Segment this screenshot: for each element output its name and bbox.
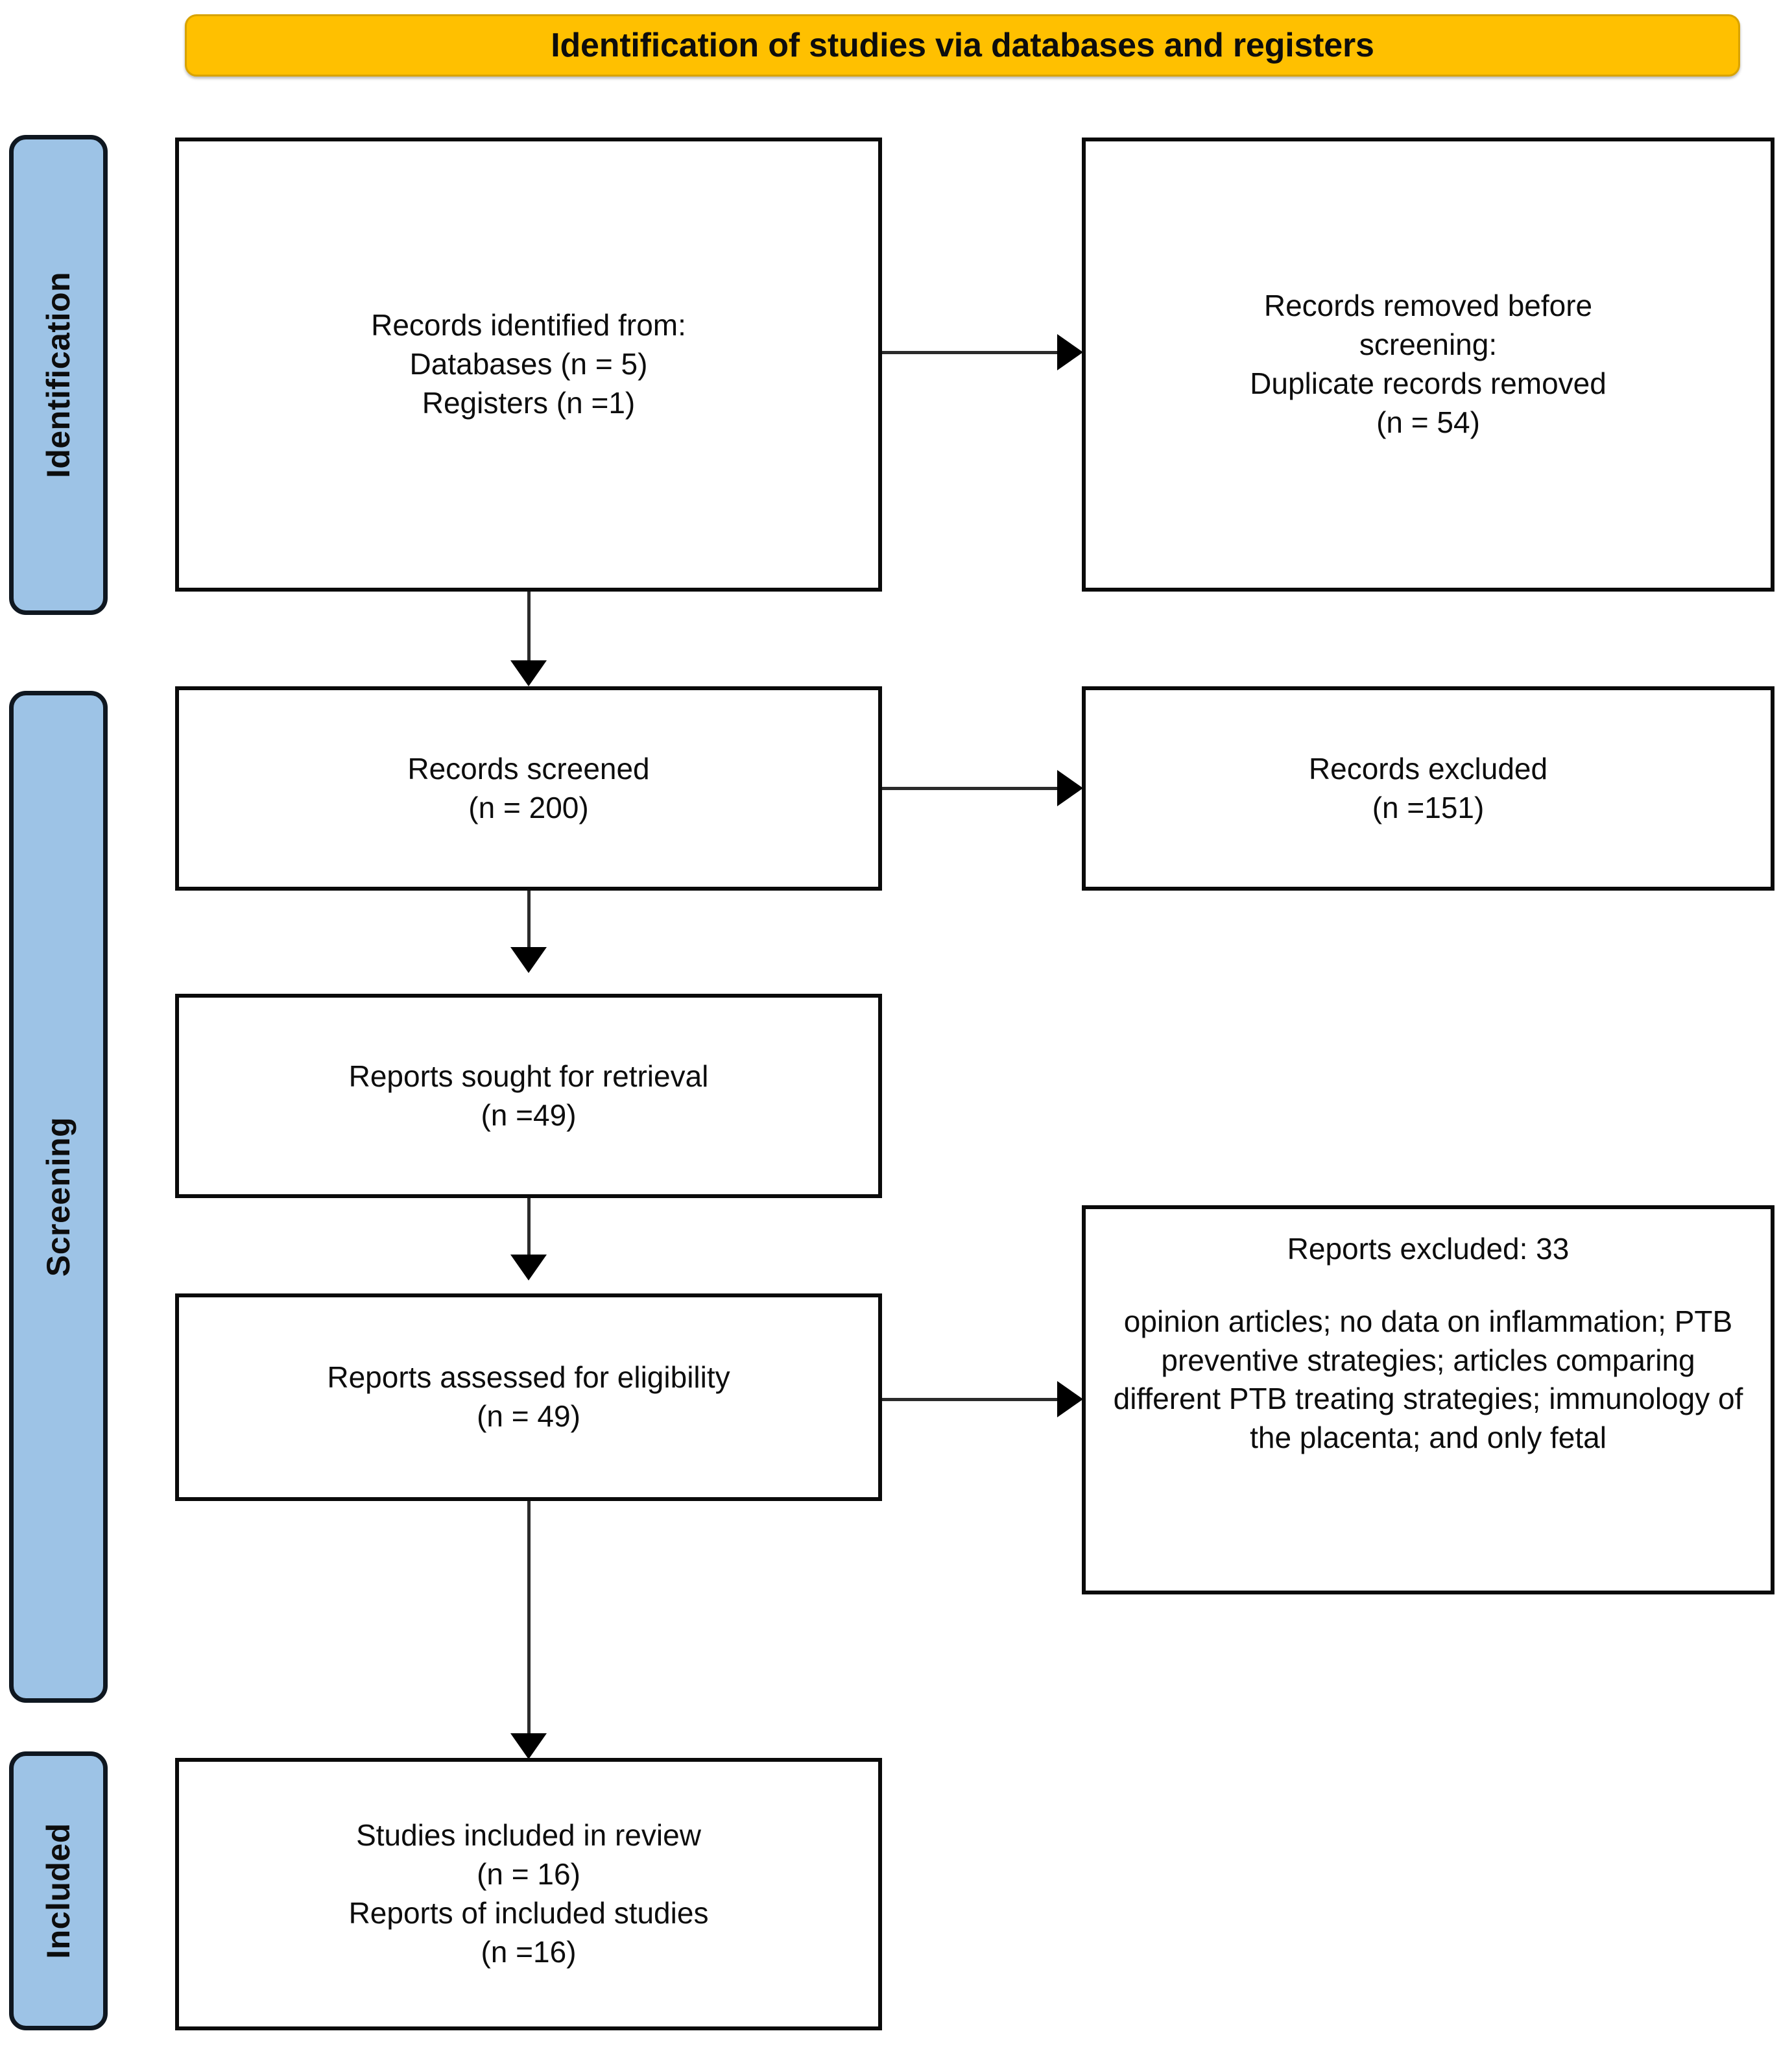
records-identified-line-2: Databases (n = 5)	[409, 347, 648, 381]
records-removed-emphasis-screening: screening	[1359, 328, 1489, 362]
records-removed-line-4: (n = 54)	[1376, 405, 1480, 439]
stage-tab-included-label: Included	[40, 1823, 77, 1959]
connector-sought-to-assessed	[527, 1198, 531, 1276]
records-removed-line-2: screening:	[1359, 326, 1497, 365]
arrow-down-identified-to-screened	[510, 660, 547, 686]
connector-identified-to-screened	[527, 592, 531, 682]
reports-sought-line-2: (n =49)	[481, 1098, 577, 1132]
records-identified-line-1: Records identified from:	[371, 308, 686, 342]
connector-identified-to-removed	[882, 351, 1062, 354]
records-removed-text: Records removed	[1263, 289, 1508, 323]
diagram-title-banner: Identification of studies via databases …	[185, 14, 1740, 77]
stage-tab-screening-label: Screening	[40, 1116, 77, 1277]
records-removed-colon: :	[1488, 328, 1498, 362]
reports-sought-line-1: Reports sought for retrieval	[348, 1059, 709, 1093]
box-records-screened: Records screened (n = 200)	[175, 686, 882, 891]
box-records-excluded: Records excluded (n =151)	[1082, 686, 1774, 891]
connector-screened-to-sought	[527, 891, 531, 968]
box-reports-assessed: Reports assessed for eligibility (n = 49…	[175, 1293, 882, 1501]
stage-tab-included: Included	[9, 1751, 108, 2030]
records-excluded-line-2: (n =151)	[1372, 790, 1485, 824]
records-removed-emphasis-before: before	[1507, 289, 1593, 323]
box-reports-excluded: Reports excluded: 33 opinion articles; n…	[1082, 1205, 1774, 1594]
box-records-identified: Records identified from: Databases (n = …	[175, 138, 882, 592]
studies-included-line-1: Studies included in review	[356, 1818, 701, 1853]
studies-included-line-4: (n =16)	[481, 1934, 577, 1969]
reports-excluded-heading: Reports excluded: 33	[1287, 1232, 1570, 1266]
reports-assessed-line-2: (n = 49)	[477, 1399, 580, 1433]
reports-assessed-line-1: Reports assessed for eligibility	[327, 1360, 730, 1395]
arrow-down-sought-to-assessed	[510, 1255, 547, 1280]
box-records-removed: Records removed before screening: Duplic…	[1082, 138, 1774, 592]
stage-tab-identification: Identification	[9, 135, 108, 615]
records-excluded-line-1: Records excluded	[1308, 751, 1548, 786]
arrow-right-assessed-to-excluded	[1057, 1381, 1083, 1417]
records-removed-line-1: Records removed before	[1264, 287, 1592, 326]
reports-excluded-reasons: opinion articles; no data on inflammatio…	[1113, 1304, 1743, 1455]
box-reports-sought: Reports sought for retrieval (n =49)	[175, 994, 882, 1198]
connector-screened-to-excluded	[882, 787, 1062, 790]
studies-included-line-2: (n = 16)	[477, 1857, 580, 1892]
box-studies-included: Studies included in review (n = 16) Repo…	[175, 1758, 882, 2030]
connector-assessed-to-included	[527, 1501, 531, 1754]
arrow-right-screened-to-excluded	[1057, 770, 1083, 806]
records-removed-line-3: Duplicate records removed	[1250, 367, 1607, 400]
records-screened-line-1: Records screened	[407, 751, 650, 786]
arrow-down-assessed-to-included	[510, 1733, 547, 1759]
studies-included-line-3: Reports of included studies	[348, 1896, 709, 1930]
stage-tab-identification-label: Identification	[40, 271, 77, 479]
records-screened-line-2: (n = 200)	[468, 790, 589, 824]
stage-tab-screening: Screening	[9, 691, 108, 1703]
arrow-right-identified-to-removed	[1057, 334, 1083, 370]
records-identified-line-3: Registers (n =1)	[422, 385, 636, 420]
arrow-down-screened-to-sought	[510, 947, 547, 973]
connector-assessed-to-excluded	[882, 1398, 1062, 1401]
page-title: Identification of studies via databases …	[551, 27, 1374, 64]
